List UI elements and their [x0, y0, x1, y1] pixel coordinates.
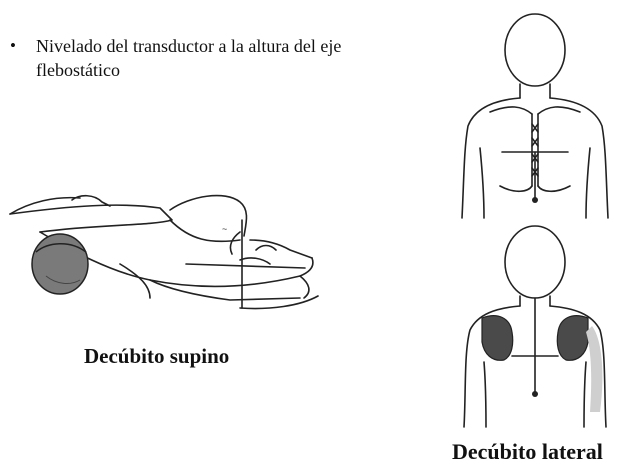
bullet-text: Nivelado del transductor a la altura del…: [36, 34, 416, 82]
torso-back-illustration: [440, 222, 630, 432]
caption-lateral: Decúbito lateral: [452, 439, 603, 465]
caption-supine: Decúbito supino: [84, 344, 229, 369]
bullet-dot: •: [10, 36, 16, 56]
torso-front-illustration: [440, 8, 630, 223]
svg-text:~: ~: [222, 224, 227, 234]
supine-body-illustration: ~: [0, 180, 330, 340]
